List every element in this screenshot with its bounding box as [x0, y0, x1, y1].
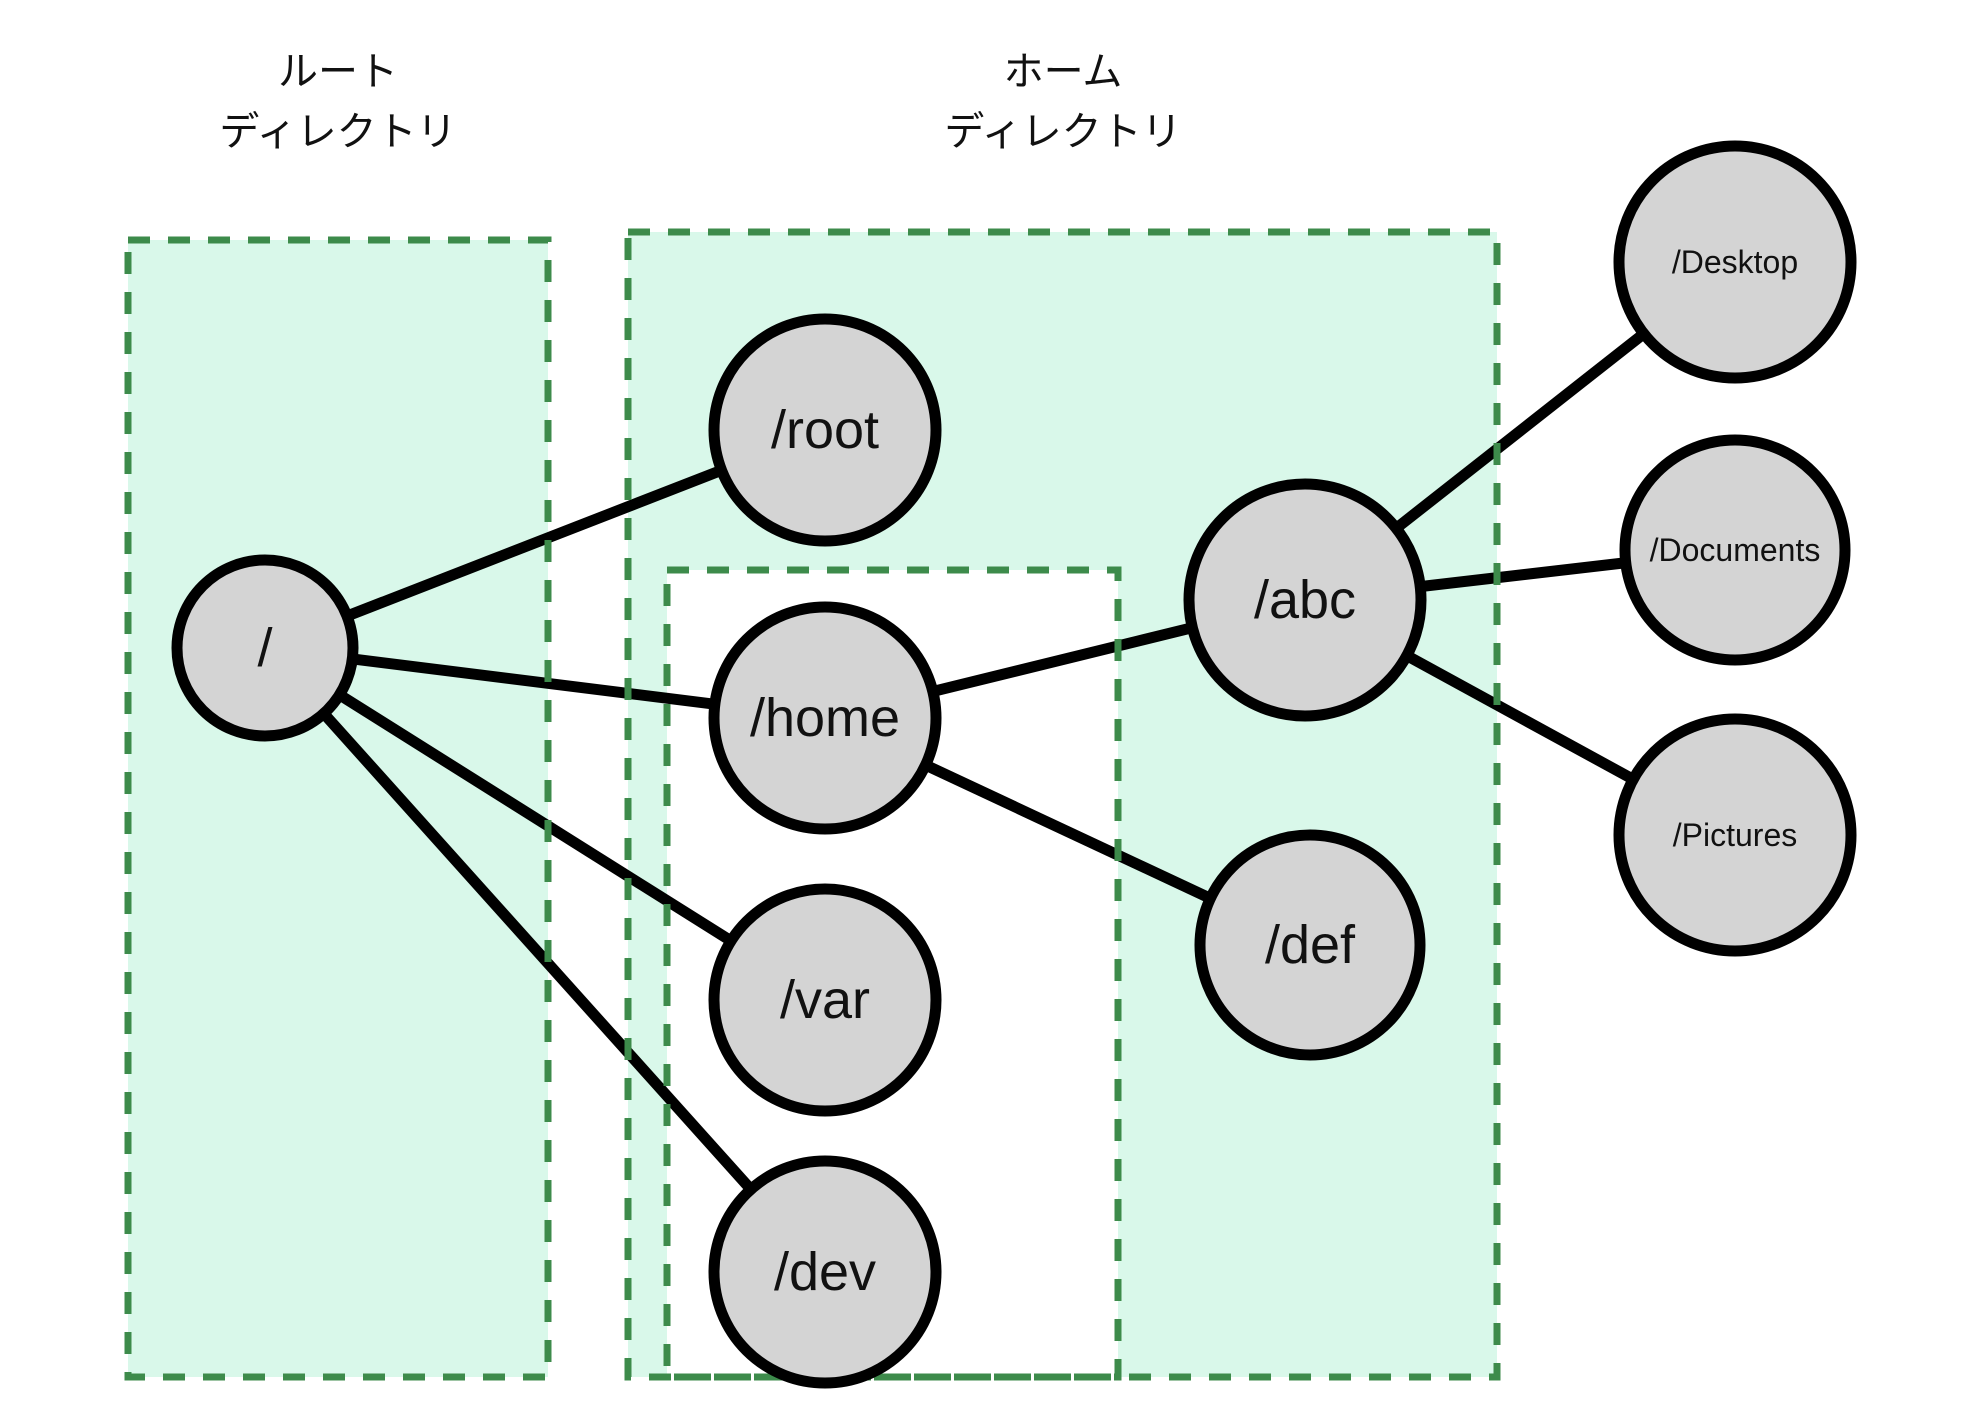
node-label-root: /root [771, 400, 879, 460]
node-circle-var[interactable] [708, 883, 942, 1117]
node-circle-dev[interactable] [708, 1155, 942, 1389]
node-label-def: /def [1265, 915, 1356, 975]
node-label-slash: / [257, 618, 272, 678]
node-label-abc: /abc [1254, 570, 1356, 630]
root-directory-group-border [124, 236, 552, 1381]
node-circle-pictures[interactable] [1613, 713, 1857, 957]
node-documents[interactable]: /Documents [1619, 434, 1851, 666]
home-directory-group-border [624, 228, 1501, 1381]
home-directory-group-caption-line1: ホーム [1004, 50, 1123, 94]
node-circle-desktop[interactable] [1613, 140, 1857, 384]
node-circle-documents[interactable] [1619, 434, 1851, 666]
node-slash[interactable]: / [171, 554, 359, 742]
node-label-desktop: /Desktop [1672, 244, 1798, 280]
node-label-home: /home [750, 688, 900, 748]
node-dev[interactable]: /dev [708, 1155, 942, 1389]
node-label-dev: /dev [774, 1242, 876, 1302]
inner-white-group-border [663, 566, 1122, 1381]
node-var[interactable]: /var [708, 883, 942, 1117]
node-circle-def[interactable] [1194, 829, 1426, 1061]
node-circle-root[interactable] [708, 313, 942, 547]
node-abc[interactable]: /abc [1183, 478, 1427, 722]
node-desktop[interactable]: /Desktop [1613, 140, 1857, 384]
node-label-var: /var [780, 970, 870, 1030]
node-layer: / /root/home/var/dev/abc/def/Desktop/Docu… [171, 140, 1857, 1389]
node-home[interactable]: /home [708, 601, 942, 835]
root-directory-group-fill [128, 240, 548, 1377]
home-directory-group-caption-line2: ディレクトリ [944, 110, 1181, 154]
node-label-pictures: /Pictures [1673, 817, 1797, 853]
node-circle-abc[interactable] [1183, 478, 1427, 722]
node-label-documents: /Documents [1650, 532, 1821, 568]
root-directory-group-caption-line1: ルート [278, 50, 398, 94]
node-def[interactable]: /def [1194, 829, 1426, 1061]
node-root[interactable]: /root [708, 313, 942, 547]
root-directory-group-caption-line2: ディレクトリ [219, 110, 456, 154]
node-pictures[interactable]: /Pictures [1613, 713, 1857, 957]
node-circle-home[interactable] [708, 601, 942, 835]
node-circle-slash[interactable] [171, 554, 359, 742]
group-border-layer [124, 228, 1501, 1381]
